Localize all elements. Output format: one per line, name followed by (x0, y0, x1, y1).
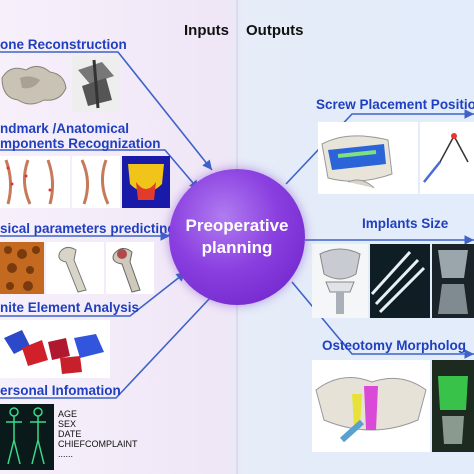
info-ellipsis: ...... (58, 449, 74, 459)
vertebra-segmentation-image (122, 156, 170, 208)
arrow-bone-reconstruction (0, 51, 213, 171)
knee-xray-image (432, 244, 474, 318)
finite-element-image (0, 320, 110, 378)
center-title-line1: Preoperative (185, 216, 289, 235)
info-date: DATE (58, 429, 82, 439)
bone-texture-image (0, 242, 44, 294)
label-landmark-line1: ndmark /Anatomical (0, 121, 130, 136)
label-implants-size: Implants Size (362, 216, 449, 231)
body-scan-image (0, 404, 54, 470)
personal-info-list: AGE SEX DATE CHIEFCOMPLAINT ...... (58, 409, 138, 459)
info-chief-complaint: CHIEFCOMPLAINT (58, 439, 138, 449)
screws-xray-image (370, 244, 430, 318)
femur-image-1 (46, 242, 104, 294)
label-bone-reconstruction: one Reconstruction (0, 37, 127, 52)
landmark-curve-image (72, 156, 120, 208)
insertion-energy-chart-image (420, 122, 474, 194)
bone-model-image (0, 58, 70, 110)
label-landmark-line2: mponents Recognization (0, 136, 161, 151)
center-title-line2: planning (201, 238, 273, 257)
label-physical-parameters: sical parameters predicting (0, 221, 176, 236)
osteotomy-ct-image (432, 360, 474, 452)
outputs-header: Outputs (246, 22, 304, 39)
osteotomy-model-image (312, 360, 430, 452)
bone-slices-image (72, 56, 120, 112)
info-age: AGE (58, 409, 78, 419)
inputs-header: Inputs (184, 22, 229, 39)
arrow-personal-info (0, 297, 211, 399)
arrow-finite-element (0, 271, 187, 317)
info-sex: SEX (58, 419, 77, 429)
screw-placement-image (318, 122, 418, 194)
landmark-spine-image (0, 156, 70, 208)
arrow-landmark (0, 149, 200, 191)
center-title: Preoperative planning (177, 215, 297, 259)
arrow-screw-placement (285, 109, 474, 185)
femur-image-2 (106, 242, 154, 294)
label-screw-placement: Screw Placement Positio (316, 97, 474, 112)
preoperative-planning-node: Preoperative planning (169, 169, 305, 305)
label-personal-information: ersonal Infomation (0, 383, 121, 398)
knee-implant-image (312, 244, 368, 318)
label-osteotomy: Osteotomy Morpholog (322, 338, 466, 353)
label-finite-element: nite Element Analysis (0, 300, 140, 315)
